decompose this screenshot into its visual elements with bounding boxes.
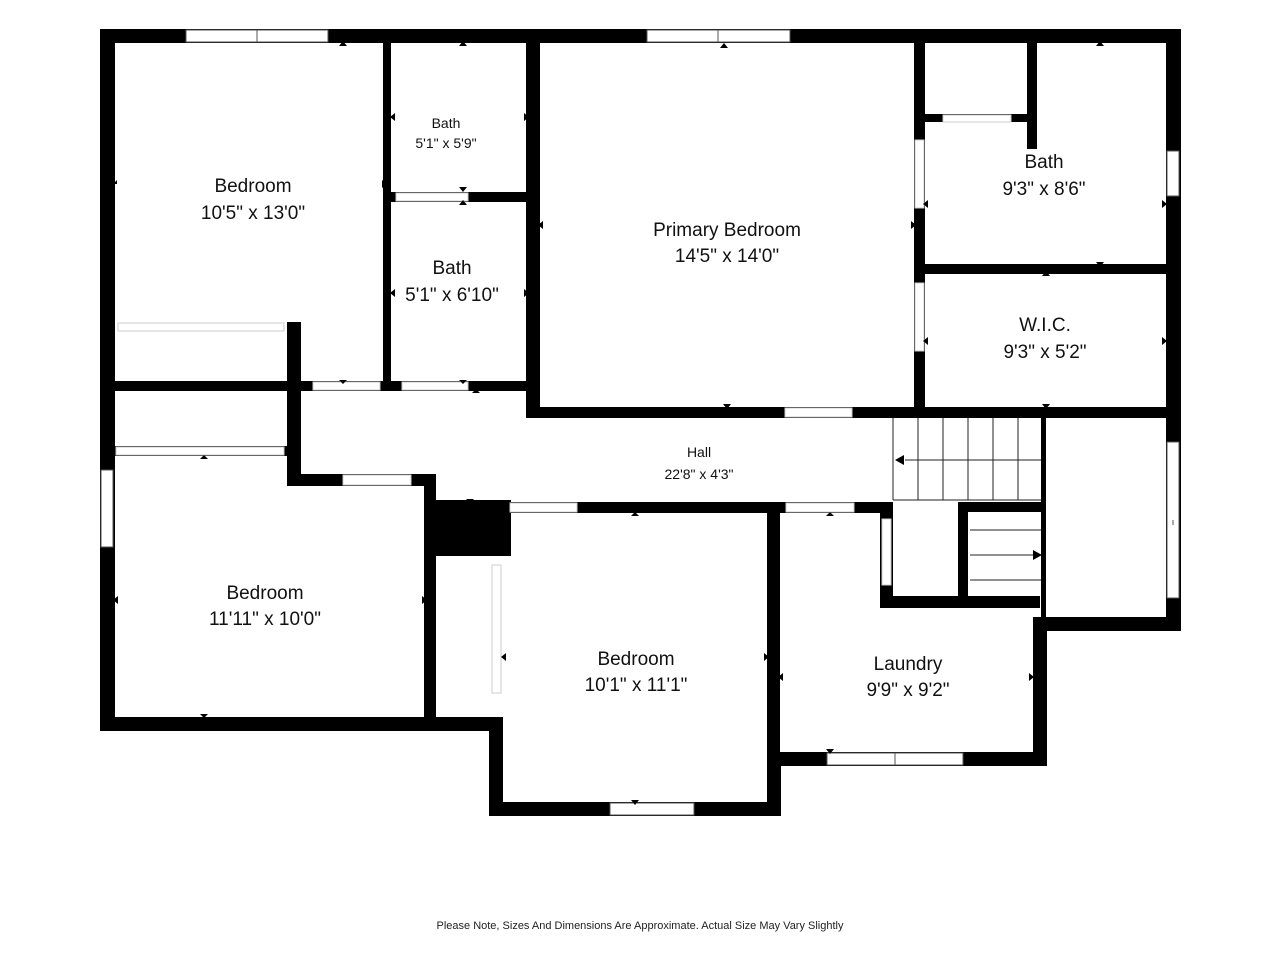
room-name: Bath bbox=[432, 258, 471, 279]
room-dimensions: 10'1" x 11'1" bbox=[585, 675, 688, 696]
room-dimensions: 5'1" x 5'9" bbox=[415, 135, 476, 151]
room-name: Bedroom bbox=[597, 649, 674, 670]
room-name: Laundry bbox=[874, 654, 943, 675]
staircase bbox=[892, 418, 1041, 581]
room-name: Hall bbox=[687, 444, 711, 460]
room-name: Bedroom bbox=[214, 176, 291, 197]
room-dimensions: 5'1" x 6'10" bbox=[405, 285, 499, 306]
room-dimensions: 10'5" x 13'0" bbox=[201, 203, 305, 224]
room-dimensions: 9'9" x 9'2" bbox=[866, 680, 949, 701]
room-name: Primary Bedroom bbox=[653, 220, 801, 241]
footer-disclaimer: Please Note, Sizes And Dimensions Are Ap… bbox=[436, 920, 844, 932]
room-dimensions: 9'3" x 8'6" bbox=[1002, 179, 1085, 200]
room-dimensions: 11'11" x 10'0" bbox=[209, 609, 321, 630]
door-gaps bbox=[115, 114, 1012, 694]
room-name: Bath bbox=[432, 115, 461, 131]
room-name: W.I.C. bbox=[1019, 315, 1071, 336]
room-dimensions: 22'8" x 4'3" bbox=[665, 466, 734, 482]
exterior-walls bbox=[100, 29, 1181, 816]
room-dimensions: 9'3" x 5'2" bbox=[1003, 342, 1086, 363]
room-name: Bath bbox=[1024, 152, 1063, 173]
openings bbox=[100, 29, 1180, 816]
window-mullions bbox=[256, 30, 1174, 765]
dimension-ticks bbox=[113, 41, 1167, 805]
room-name: Bedroom bbox=[226, 583, 303, 604]
stair-arrow-icons bbox=[895, 455, 1042, 560]
room-dimensions: 14'5" x 14'0" bbox=[675, 246, 779, 267]
room-labels: Bedroom 10'5" x 13'0" Bath 5'1" x 5'9" B… bbox=[201, 115, 1087, 701]
